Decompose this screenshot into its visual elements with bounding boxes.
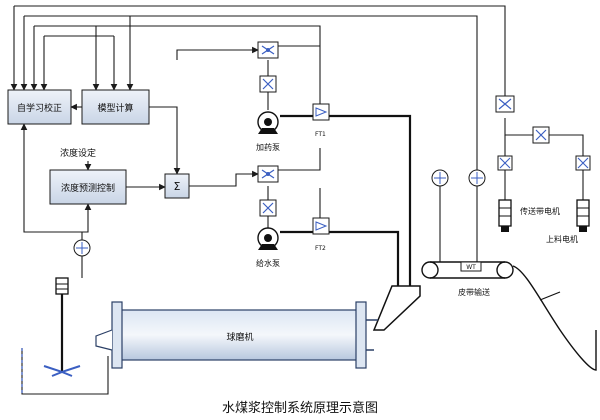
ft2-label: FT2 [315,245,326,252]
belt-motor-label: 传送带电机 [520,206,560,216]
gauge-right[interactable] [468,169,486,187]
agitator-tank [21,277,81,394]
valve-right-top[interactable] [495,95,515,113]
conc-setting-label: 浓度设定 [60,147,96,159]
block-model-calc: 模型计算 [81,89,150,125]
valve-right-mid[interactable] [532,126,550,144]
conc-predict-label: 浓度预测控制 [61,182,115,194]
valve-feed-top[interactable] [257,165,279,183]
sum-block: Σ [164,173,190,199]
belt-conveyor [421,261,597,371]
weight-transmitter[interactable]: WT [460,261,482,272]
flow-transmitter-ft1[interactable] [312,103,330,121]
flow-transmitter-ft2[interactable] [312,217,330,235]
self-learning-label: 自学习校正 [17,102,62,114]
sum-symbol: Σ [174,180,181,193]
gauge-left[interactable] [431,169,449,187]
ball-mill-label: 球磨机 [226,331,253,343]
feed-pump-label: 给水泵 [256,258,280,268]
ft1-label: FT1 [315,131,326,138]
signal-lines [10,5,584,262]
model-calc-label: 模型计算 [97,102,133,114]
valve-feed[interactable] [259,199,277,217]
feeder-motor[interactable] [576,199,590,232]
valve-right-b[interactable] [575,155,591,171]
block-conc-predict: 浓度预测控制 [49,169,127,205]
feed-pump[interactable] [257,227,279,250]
valve-additive[interactable] [259,75,277,93]
feeder-motor-label: 上料电机 [546,234,578,244]
concentration-meter[interactable] [73,239,91,278]
belt-motor[interactable] [498,199,512,232]
ball-mill [95,301,378,369]
valve-top[interactable] [257,41,279,59]
valve-right-a[interactable] [497,155,513,171]
conveyor-label: 皮带输送 [458,287,490,297]
wt-label: WT [466,264,476,271]
block-self-learning: 自学习校正 [7,89,72,125]
diagram-title: 水煤浆控制系统原理示意图 [222,400,378,416]
additive-pump-label: 加药泵 [256,142,280,152]
additive-pump[interactable] [257,111,279,134]
